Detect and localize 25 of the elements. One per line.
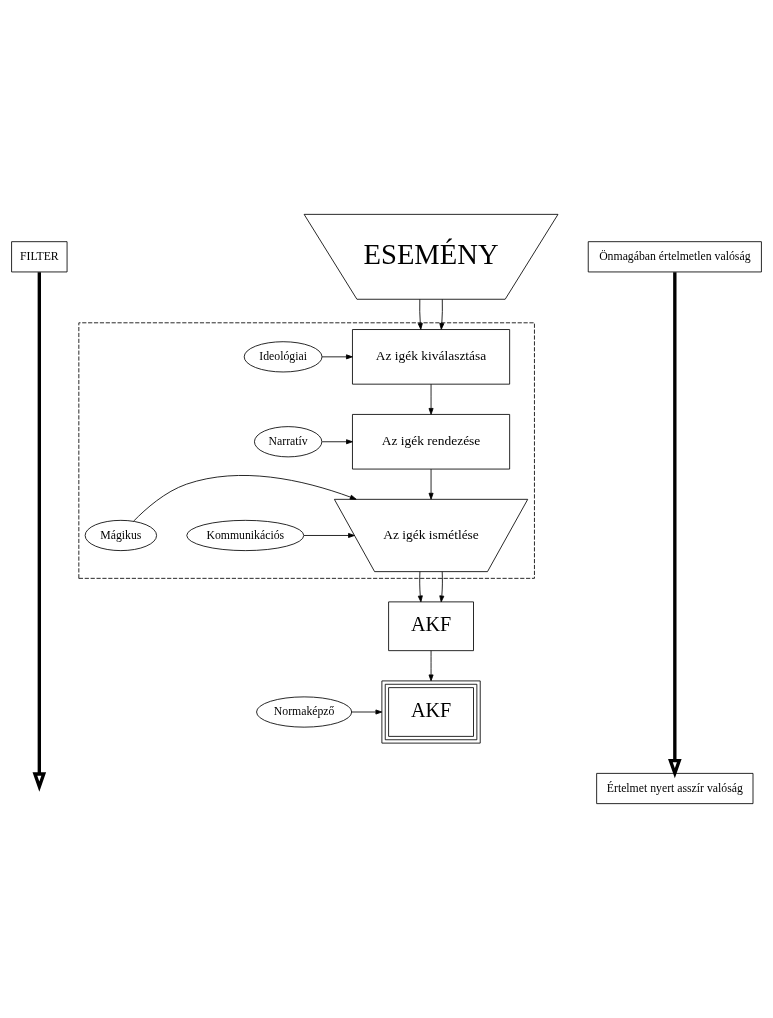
node-ellipse: Ideológiai: [243, 341, 323, 373]
arrow: [428, 468, 434, 500]
arrow: [321, 439, 353, 445]
node-box: Az igék rendezése: [352, 414, 511, 470]
arrow: [428, 650, 434, 682]
arrow: [351, 709, 383, 715]
arrow: [439, 298, 445, 330]
node-box: Értelmet nyert asszír valóság: [596, 772, 754, 805]
arrow: [321, 354, 353, 360]
node-box: FILTER: [11, 241, 68, 273]
arrow: [32, 272, 47, 792]
arrow: [417, 298, 423, 330]
node-box: Önmagában értelmetlen valóság: [587, 241, 762, 273]
arrow: [428, 383, 434, 415]
arrow: [303, 533, 355, 538]
arrow: [668, 272, 682, 779]
node-box: Az igék kiválasztása: [352, 329, 511, 385]
arrow: [133, 475, 357, 522]
node-box: AKF: [388, 601, 474, 652]
arrow: [439, 571, 445, 603]
node-ellipse: Normaképző: [256, 696, 353, 728]
node-ellipse: Mágikus: [84, 519, 157, 552]
node-ellipse: Kommunikációs: [186, 519, 305, 552]
arrow: [417, 571, 423, 603]
node-ellipse: Narratív: [254, 426, 323, 458]
